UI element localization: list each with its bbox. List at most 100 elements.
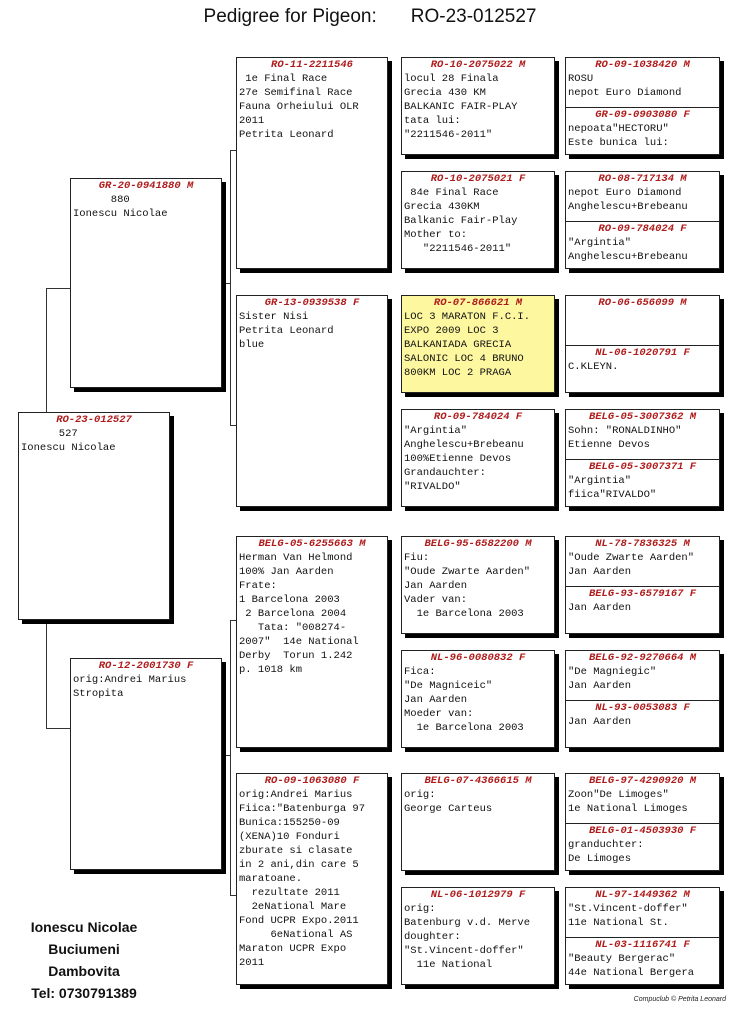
card-line: Fiica:"Batenburga 97 [239, 803, 366, 815]
card-line: 2011 [239, 957, 265, 969]
card-ring: BELG-95-6582200 M [424, 538, 532, 550]
card-line: C.KLEYN. [568, 361, 619, 373]
card-line: EXPO 2009 LOC 3 [404, 325, 499, 337]
card-ring: BELG-05-6255663 M [258, 538, 366, 550]
card-ring: NL-06-1012979 F [430, 889, 526, 901]
ancestor-card: BELG-07-4366615 M orig: George Carteus [401, 773, 555, 871]
ancestor-pair-card: NL-78-7836325 M "Oude Zwarte Aarden" Jan… [565, 536, 720, 634]
card-line: 100% Jan Aarden [239, 566, 334, 578]
owner-county: Dambovita [48, 963, 120, 979]
sire-card: GR-20-0941880 M 880 Ionescu Nicolae [70, 178, 222, 388]
card-line: Este bunica lui: [568, 137, 669, 149]
card-line: LOC 3 MARATON F.C.I. [404, 311, 531, 323]
card-line: Zoon"De Limoges" [568, 789, 669, 801]
card-line: Tata: "008274- [239, 622, 347, 634]
title-label: Pedigree for Pigeon: [203, 6, 377, 27]
card-line: SALONIC LOC 4 BRUNO [404, 353, 524, 365]
owner-name: Ionescu Nicolae [30, 919, 138, 935]
card-line: Etienne Devos [568, 439, 650, 451]
card-line: Jan Aarden [404, 694, 468, 706]
card-ring: GR-09-0903080 F [595, 109, 690, 121]
footer-credit: Compuclub © Petrita Leonard [633, 996, 726, 1003]
card-line: Frate: [239, 580, 277, 592]
sire-line: Ionescu Nicolae [73, 208, 168, 220]
card-line: blue [239, 339, 265, 351]
card-line: "St.Vincent-doffer" [404, 945, 524, 957]
card-line: "2211546-2011" [404, 129, 493, 141]
card-ring: BELG-05-3007371 F [588, 461, 697, 473]
card-line: Jan Aarden [568, 602, 632, 614]
ancestor-pair-card: BELG-92-9270664 M "De Magniegic" Jan Aar… [565, 650, 720, 748]
card-line: "Argintia" [568, 237, 632, 249]
ancestor-pair-card: RO-06-656099 M NL-06-1020791 F C.KLEYN. [565, 295, 720, 393]
card-line: orig: [404, 903, 436, 915]
card-line: 11e National St. [568, 917, 669, 929]
card-line: 27e Semifinal Race [239, 87, 353, 99]
card-line: Petrita Leonard [239, 129, 334, 141]
card-line: 11e National [404, 959, 493, 971]
card-line: Grecia 430KM [404, 201, 480, 213]
card-line: Fauna Orheiului OLR [239, 101, 359, 113]
card-line: Jan Aarden [568, 680, 632, 692]
card-line: 2011 [239, 115, 265, 127]
card-line: in 2 ani,din care 5 [239, 859, 359, 871]
card-line: granduchter: [568, 839, 644, 851]
card-line: Maraton UCPR Expo [239, 943, 347, 955]
card-line: 100%Etienne Devos [404, 453, 512, 465]
card-line: 1e National Limoges [568, 803, 688, 815]
card-line: orig:Andrei Marius [239, 789, 353, 801]
ancestor-pair-card: NL-97-1449362 M "St.Vincent-doffer" 11e … [565, 887, 720, 985]
card-ring: GR-13-0939538 F [264, 297, 360, 309]
card-ring: BELG-92-9270664 M [588, 652, 697, 664]
title-ring: RO-23-012527 [410, 6, 537, 27]
ancestor-card: RO-10-2075021 F 84e Final Race Grecia 43… [401, 171, 555, 269]
card-line: Petrita Leonard [239, 325, 334, 337]
card-ring: NL-96-0080832 F [430, 652, 526, 664]
card-line: Grandauchter: [404, 467, 486, 479]
card-line: "Oude Zwarte Aarden" [568, 552, 695, 564]
card-line: tata lui: [404, 115, 461, 127]
card-line: "Beauty Bergerac" [568, 953, 676, 965]
card-ring: NL-78-7836325 M [595, 538, 690, 550]
card-line: 44e National Bergera [568, 967, 695, 979]
subject-card: RO-23-012527 527 Ionescu Nicolae [18, 412, 170, 620]
granddam-paternal-card: GR-13-0939538 F Sister Nisi Petrita Leon… [236, 295, 388, 507]
dam-card: RO-12-2001730 F orig:Andrei Marius Strop… [70, 658, 222, 870]
card-line: Anghelescu+Brebeanu [568, 251, 688, 263]
card-line: "De Magniegic" [568, 666, 657, 678]
card-ring: RO-07-866621 M [433, 297, 523, 309]
subject-line: 527 [21, 428, 78, 440]
card-line: Herman Van Helmond [239, 552, 353, 564]
card-line: Sohn: "RONALDINHO" [568, 425, 682, 437]
ancestor-pair-card: RO-08-717134 M nepot Euro Diamond Anghel… [565, 171, 720, 269]
card-line: 84e Final Race [404, 187, 499, 199]
card-line: p. 1018 km [239, 664, 303, 676]
card-line: orig: [404, 789, 436, 801]
card-ring: NL-03-1116741 F [595, 939, 690, 951]
dam-line: Stropita [73, 688, 124, 700]
card-line: Fica: [404, 666, 436, 678]
card-ring: RO-09-784024 F [598, 223, 687, 235]
card-ring: RO-06-656099 M [598, 297, 687, 309]
card-line: Anghelescu+Brebeanu [568, 201, 688, 213]
card-line: Mother to: [404, 229, 468, 241]
owner-contact: Ionescu Nicolae Buciumeni Dambovita Tel:… [14, 916, 154, 1004]
card-line: Moeder van: [404, 708, 474, 720]
card-line: Bunica:155250-09 [239, 817, 340, 829]
card-line: De Limoges [568, 853, 632, 865]
card-line: Sister Nisi [239, 311, 309, 323]
card-ring: RO-09-1038420 M [595, 59, 690, 71]
card-line: 1e Barcelona 2003 [404, 722, 524, 734]
card-line: Derby Torun 1.242 [239, 650, 353, 662]
ancestor-card: NL-96-0080832 F Fica: "De Magniceic" Jan… [401, 650, 555, 748]
card-line: (XENA)10 Fonduri [239, 831, 340, 843]
card-ring: BELG-93-6579167 F [588, 588, 697, 600]
card-line: "Argintia" [404, 425, 468, 437]
sire-ring: GR-20-0941880 M [98, 180, 194, 192]
owner-village: Buciumeni [48, 941, 120, 957]
card-line: rezultate 2011 [239, 887, 340, 899]
card-ring: BELG-05-3007362 M [588, 411, 697, 423]
card-line: 6eNational AS [239, 929, 353, 941]
page-title: Pedigree for Pigeon: RO-23-012527 [0, 6, 740, 28]
subject-ring: RO-23-012527 [56, 414, 132, 426]
